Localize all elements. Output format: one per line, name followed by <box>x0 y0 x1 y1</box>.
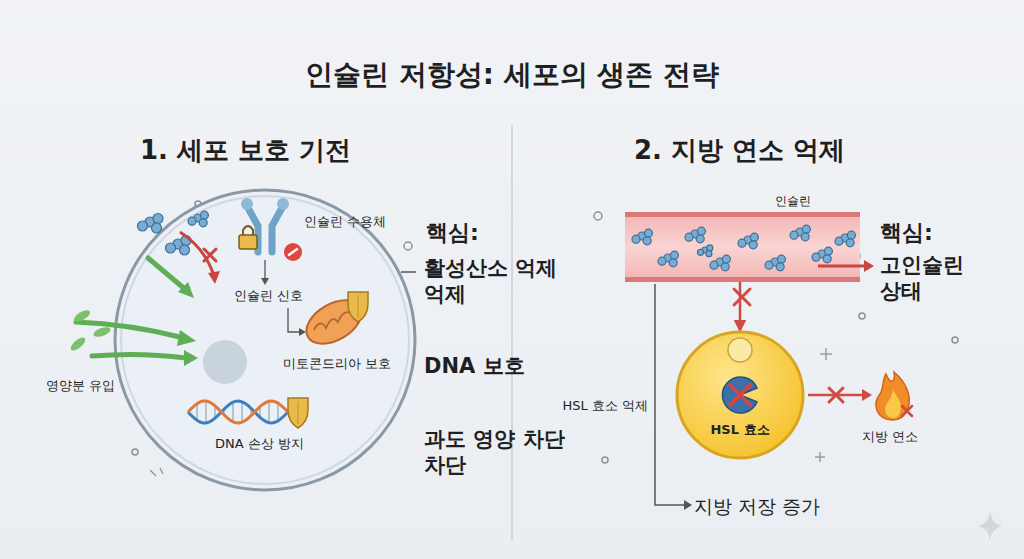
fat-cell-circle: HSL 효소 <box>675 330 805 460</box>
key-point: 과도 영양 차단 차단 <box>424 426 592 479</box>
node-shape <box>625 212 860 282</box>
cell-circle: 인슐린 신호미토콘드리아 보호 DNA 손상 방지 <box>115 190 415 490</box>
part-label: 지방 연소 <box>862 428 918 446</box>
part-label: HSL 효소 억제 <box>552 397 648 415</box>
node-label: HSL 효소 <box>675 421 805 439</box>
node-shape <box>675 330 805 460</box>
part-label: 영양분 유입 <box>46 377 115 395</box>
key-point: 고인슐린 상태 <box>880 252 984 305</box>
section-heading: 1. 세포 보호 기전 <box>140 133 351 168</box>
key-point: 활성산소 억제 억제 <box>424 255 566 308</box>
node-label: 인슐린 신호 <box>234 287 303 305</box>
key-heading: 핵심: <box>880 218 933 248</box>
connector-arrow <box>739 282 742 330</box>
section-heading: 2. 지방 연소 억제 <box>634 133 845 168</box>
key-point: DNA 보호 <box>424 352 525 380</box>
blood-vessel-band: 인슐린 <box>625 212 860 282</box>
node-label: DNA 손상 방지 <box>215 435 304 453</box>
key-heading: 핵심: <box>426 218 479 248</box>
title-text: 인슐린 저항성: 세포의 생존 전략 <box>0 56 1024 94</box>
node-label: 미토콘드리아 보호 <box>283 355 391 373</box>
result-label: 지방 저장 증가 <box>694 494 820 520</box>
node-label: 인슐린 <box>775 193 811 210</box>
part-label: 인슐린 수용체 <box>304 213 386 231</box>
